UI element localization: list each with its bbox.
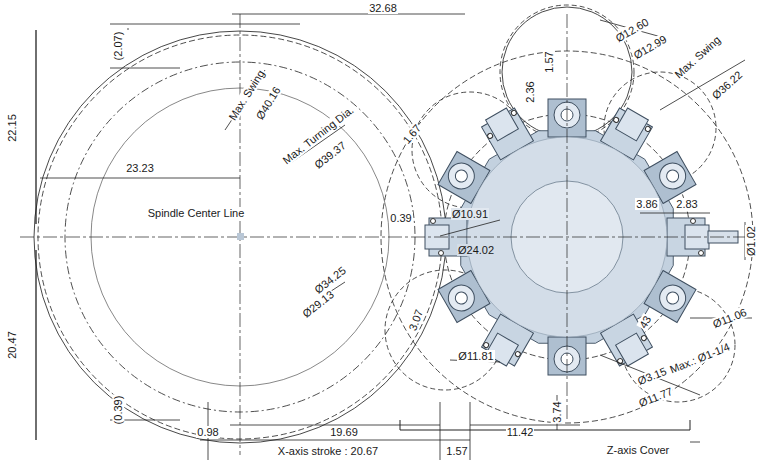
drawing-line: [439, 251, 444, 256]
dimension-label: Spindle Center Line: [147, 207, 246, 219]
dimension-label: Z-axis Cover: [606, 444, 670, 456]
dimension-label: Ø40.16: [253, 84, 283, 123]
drawing-line: [444, 158, 480, 194]
dimension-label: Ø1.02: [745, 225, 757, 257]
dimension-label: 1.57: [543, 50, 555, 73]
drawing-line: [567, 14, 568, 420]
drawing-line: [616, 108, 649, 141]
drawing-line: [644, 126, 651, 133]
dimension-label: Ø12.99: [631, 32, 670, 61]
drawing-line: [616, 333, 649, 366]
dimension-label: Ø3.15: [635, 364, 669, 387]
drawing-line: [640, 335, 647, 342]
drawing-line: [20, 237, 745, 238]
drawing-line: [486, 108, 519, 141]
drawing-line: [440, 402, 441, 460]
dimension-label: 0.39: [389, 212, 412, 224]
dimension-label: Ø36.22: [709, 68, 745, 102]
drawing-line: [40, 178, 240, 179]
drawing-line: [655, 280, 691, 316]
dimension-label: 1.57: [445, 445, 468, 457]
drawing-line: [453, 290, 469, 306]
drawing-line: [431, 219, 436, 224]
dimension-label: Max. Swing: [671, 33, 723, 81]
drawing-line: [110, 68, 180, 69]
drawing-line: [128, 28, 129, 30]
dimension-label: Ø11.81: [457, 350, 494, 362]
drawing-line: [200, 440, 440, 441]
dimension-label: Max.: Ø1-1/4: [667, 340, 732, 376]
dimension-label: (2.07): [112, 31, 124, 62]
dimension-label: 32.68: [368, 2, 398, 14]
dimension-label: Ø12.60: [613, 15, 652, 44]
drawing-line: [232, 14, 465, 15]
dimension-label: 1.67: [400, 121, 424, 147]
dimension-label: Ø24.02: [457, 244, 495, 256]
drawing-line: [690, 442, 700, 443]
drawing-line: [664, 290, 680, 306]
drawing-line: [444, 280, 480, 316]
drawing-line: [510, 110, 517, 117]
dimension-label: 0.98: [196, 426, 219, 438]
drawing-line: [35, 250, 36, 440]
dimension-label: 3.07: [406, 307, 425, 333]
dimension-label: 22.15: [6, 113, 18, 143]
dimension-label: 11.42: [506, 426, 535, 438]
drawing-line: [400, 420, 690, 430]
drawing-line: [487, 132, 494, 139]
dimension-label: X-axis stroke : 20.67: [277, 445, 379, 457]
drawing-line: [699, 251, 704, 256]
dimension-label: 20.47: [6, 330, 18, 360]
drawing-line: [514, 351, 521, 358]
drawing-line: [453, 168, 469, 184]
dimension-label: 3.74: [551, 400, 563, 423]
drawing-line: [483, 342, 490, 349]
dimension-label: 2.83: [675, 198, 698, 210]
dimension-label: 2.36: [524, 80, 536, 103]
dimension-label: 23.23: [125, 162, 155, 174]
drawing-line: [35, 30, 36, 224]
drawing-line: [613, 116, 620, 123]
drawing-line: [440, 440, 470, 441]
dimension-label: 3.86: [635, 198, 658, 210]
drawing-line: [691, 219, 696, 224]
drawing-line: [660, 60, 745, 110]
dimension-label: Ø10.91: [451, 208, 489, 220]
drawing-line: [237, 233, 244, 240]
drawing-line: [655, 158, 691, 194]
drawing-line: [440, 220, 500, 236]
dimension-label: (0.39): [112, 395, 124, 426]
drawing-line: [110, 24, 300, 25]
drawing-line: [640, 213, 710, 214]
drawing-line: [664, 168, 680, 184]
drawing-line: [470, 402, 471, 460]
dimension-label: 19.69: [329, 426, 359, 438]
dimension-label: Ø11.77: [636, 384, 675, 409]
